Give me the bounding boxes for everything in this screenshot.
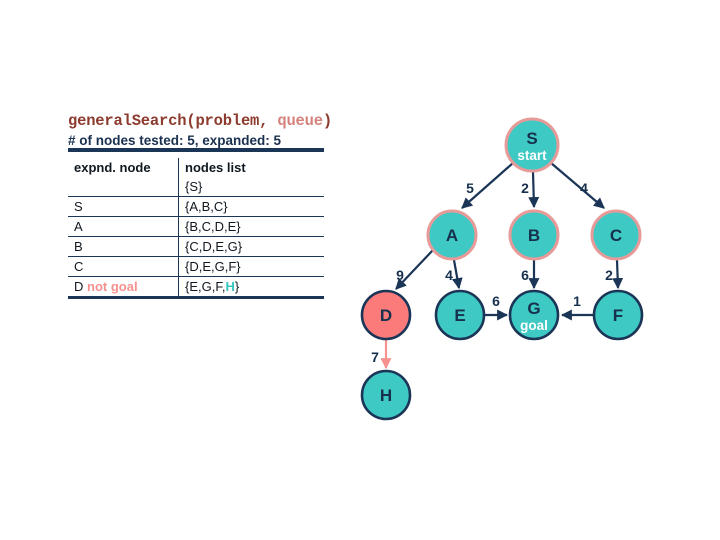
node-sublabel-goal: goal <box>520 318 548 333</box>
cell-nodes-list: {D,E,G,F} <box>178 256 324 277</box>
node-label-H: H <box>380 386 392 405</box>
function-arg-problem: problem, <box>195 112 269 130</box>
cell-nodes-list: {S} <box>178 176 324 197</box>
edge-cost-E-G: 6 <box>492 293 500 309</box>
table-row: C {D,E,G,F} <box>68 256 324 277</box>
cell-nodes-list: {E,G,F,H} <box>179 276 325 296</box>
edge-cost-S-B: 2 <box>521 180 529 196</box>
node-label-B: B <box>528 226 540 245</box>
table-row: D not goal {E,G,F,H} <box>68 276 324 296</box>
page-title: generalSearch(problem, queue) <box>68 112 344 130</box>
edge-cost-F-G: 1 <box>573 293 581 309</box>
cell-expanded-node: S <box>68 196 179 217</box>
node-label-D: D <box>380 306 392 325</box>
edge-A-D <box>395 249 434 290</box>
edge-S-B <box>528 171 540 209</box>
table-row: {S} <box>68 176 324 197</box>
graph-node-H[interactable]: H <box>360 369 412 421</box>
open-paren: ( <box>186 112 196 130</box>
cell-nodes-list: {C,D,E,G} <box>178 236 324 257</box>
nodes-list-highlight: H <box>225 278 235 294</box>
edge-cost-B-G: 6 <box>521 267 529 283</box>
cell-expanded-node-letter: D <box>74 278 84 294</box>
search-trace-table: expnd. node nodes list {S} S {A,B,C} A {… <box>68 157 324 296</box>
function-arg-queue: queue <box>277 112 323 130</box>
graph-node-G[interactable]: G goal <box>508 289 560 341</box>
node-circle-C[interactable] <box>590 209 642 261</box>
edge-cost-S-C: 4 <box>580 180 588 196</box>
nodes-list-suffix: } <box>234 278 240 294</box>
node-circle-H[interactable] <box>360 369 412 421</box>
table-bottom-rule <box>68 295 324 299</box>
graph-node-D[interactable]: D <box>360 289 412 341</box>
column-header-nodes-list: nodes list <box>185 159 246 175</box>
edge-S-C <box>550 162 605 209</box>
node-label-S: S <box>526 129 537 148</box>
not-goal-annotation: not goal <box>87 278 138 294</box>
graph-edge-costs: 5 2 4 9 4 6 2 6 1 7 <box>371 180 613 365</box>
graph-svg: 5 2 4 9 4 6 2 6 1 7 S start A <box>360 117 644 421</box>
column-header-expanded-node: expnd. node <box>68 157 179 177</box>
node-circle-A[interactable] <box>426 209 478 261</box>
edge-cost-C-F: 2 <box>605 267 613 283</box>
node-circle-E[interactable] <box>434 289 486 341</box>
nodes-list-prefix: {E,G,F, <box>185 278 226 294</box>
table-row: S {A,B,C} <box>68 196 324 217</box>
table-header-row: expnd. node nodes list <box>68 157 324 177</box>
edge-S-A <box>461 162 514 209</box>
node-circle-D[interactable] <box>360 289 412 341</box>
graph-node-B[interactable]: B <box>508 209 560 261</box>
cell-expanded-node: C <box>68 256 179 277</box>
table-row: A {B,C,D,E} <box>68 216 324 237</box>
edge-A-E <box>451 259 463 290</box>
cell-expanded-node: D not goal <box>68 276 179 296</box>
cell-nodes-list: {B,C,D,E} <box>178 216 324 237</box>
graph-node-C[interactable]: C <box>590 209 642 261</box>
node-circle-S[interactable] <box>504 117 560 173</box>
node-sublabel-start: start <box>517 148 547 163</box>
graph-node-F[interactable]: F <box>592 289 644 341</box>
edge-cost-A-E: 4 <box>445 267 453 283</box>
function-name: generalSearch <box>68 112 187 130</box>
node-circle-F[interactable] <box>592 289 644 341</box>
edge-cost-D-H: 7 <box>371 349 379 365</box>
graph-node-A[interactable]: A <box>426 209 478 261</box>
node-circle-G[interactable] <box>508 289 560 341</box>
edge-cost-A-D: 9 <box>396 267 404 283</box>
node-label-A: A <box>446 226 458 245</box>
edge-C-F <box>612 259 624 290</box>
cell-expanded-node: B <box>68 236 179 257</box>
table-top-rule <box>68 148 324 152</box>
search-graph: 5 2 4 9 4 6 2 6 1 7 S start A <box>350 100 690 440</box>
graph-node-E[interactable]: E <box>434 289 486 341</box>
graph-node-S[interactable]: S start <box>504 117 560 173</box>
node-label-G: G <box>527 299 540 318</box>
edge-cost-S-A: 5 <box>466 180 474 196</box>
close-paren: ) <box>322 112 332 130</box>
node-label-C: C <box>610 226 622 245</box>
search-trace-panel: generalSearch(problem, queue) # of nodes… <box>68 112 344 299</box>
cell-expanded-node <box>68 176 179 197</box>
node-label-E: E <box>454 306 465 325</box>
graph-edges <box>380 162 624 370</box>
node-circle-B[interactable] <box>508 209 560 261</box>
node-stats-line: # of nodes tested: 5, expanded: 5 <box>68 133 282 148</box>
table-row: B {C,D,E,G} <box>68 236 324 257</box>
cell-nodes-list: {A,B,C} <box>178 196 324 217</box>
node-label-F: F <box>613 306 623 325</box>
cell-expanded-node: A <box>68 216 179 237</box>
